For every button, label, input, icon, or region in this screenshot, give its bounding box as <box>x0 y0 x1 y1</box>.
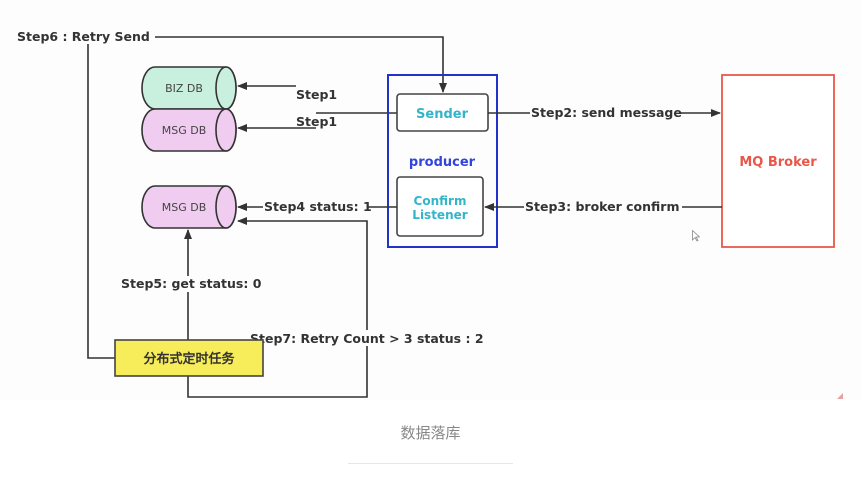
label-step7: Step7: Retry Count > 3 status : 2 <box>250 331 484 346</box>
producer-container <box>387 74 498 248</box>
figure-caption: 数据落库 <box>400 424 461 442</box>
msg-db-cylinder-top: MSG DB <box>141 108 237 152</box>
label-step5: Step5: get status: 0 <box>121 276 262 291</box>
biz-db-label: BIZ DB <box>165 82 203 95</box>
msg-db-cylinder-bottom: MSG DB <box>141 185 237 229</box>
label-step1-biz: Step1 <box>296 87 337 102</box>
label-step3: Step3: broker confirm <box>525 199 679 214</box>
edge-step6-retry-send <box>87 44 115 359</box>
mq-broker-node <box>721 74 835 248</box>
mouse-cursor-icon <box>692 230 700 242</box>
confirm-listener-label-2: Listener <box>412 208 467 222</box>
scheduled-task-node <box>114 339 264 377</box>
reliable-delivery-diagram: Step6 : Retry Send BIZ DB MSG DB Step1 S… <box>17 29 843 399</box>
producer-label: producer <box>409 155 476 170</box>
corner-mark <box>837 393 843 399</box>
edge-step7 <box>187 217 368 398</box>
label-step4: Step4 status: 1 <box>264 199 372 214</box>
label-step2: Step2: send message <box>531 105 682 120</box>
label-step1-msg: Step1 <box>296 114 337 129</box>
confirm-listener-label-1: Confirm <box>414 194 467 208</box>
msg-db-top-label: MSG DB <box>162 124 207 137</box>
caption-divider <box>348 463 513 464</box>
label-step6: Step6 : Retry Send <box>17 29 150 44</box>
biz-db-cylinder: BIZ DB <box>141 66 237 110</box>
msg-db-bottom-label: MSG DB <box>162 201 207 214</box>
sender-label: Sender <box>416 107 469 122</box>
edge-step6-top <box>155 36 447 93</box>
scheduled-task-label: 分布式定时任务 <box>143 351 235 367</box>
mq-broker-label: MQ Broker <box>739 155 817 170</box>
